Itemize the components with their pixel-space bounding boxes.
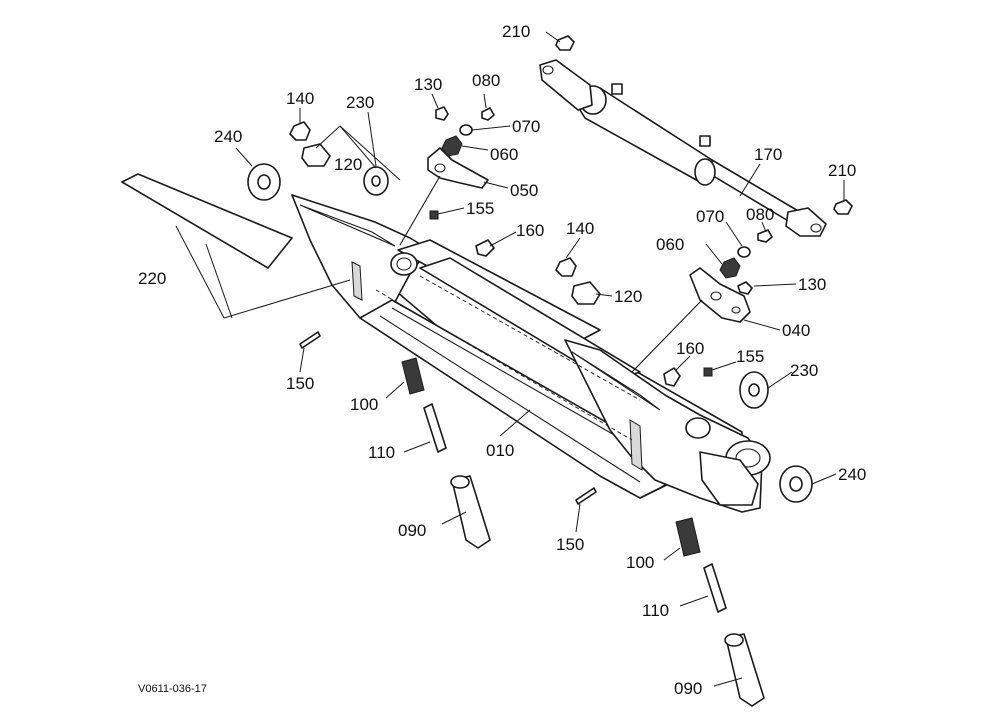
label-150-left: 150 [286,374,314,393]
label-070-left: 070 [512,117,540,136]
cylinder-170 [539,59,827,237]
label-110-right: 110 [642,601,669,620]
label-240-left: 240 [214,127,242,146]
label-060-left: 060 [490,145,518,164]
label-220: 220 [138,269,166,288]
label-040: 040 [782,321,810,340]
label-080-left: 080 [472,71,500,90]
decal-220 [121,173,293,269]
label-140-left: 140 [286,89,314,108]
washers [247,163,813,503]
label-090-right: 090 [674,679,702,698]
pin-assembly-left [401,357,491,549]
label-150-right: 150 [556,535,584,554]
label-130-left: 130 [414,75,442,94]
fasteners [289,35,853,505]
label-060-right: 060 [656,235,684,254]
label-170: 170 [754,145,782,164]
label-100-right: 100 [626,553,654,572]
lever-050 [399,147,489,246]
label-090-left: 090 [398,521,426,540]
label-155-right: 155 [736,347,764,366]
pin-assembly-right [675,517,765,707]
label-230-right: 230 [790,361,818,380]
lever-040 [631,267,751,373]
label-120-right: 120 [614,287,642,306]
label-140-right: 140 [566,219,594,238]
label-010: 010 [486,441,514,460]
label-230-left: 230 [346,93,374,112]
label-080-right: 080 [746,205,774,224]
label-070-right: 070 [696,207,724,226]
label-110-left: 110 [368,443,395,462]
part-labels: 210 130 080 070 060 050 140 230 120 240 … [138,22,866,698]
label-120-left: 120 [334,155,362,174]
label-050: 050 [510,181,538,200]
leader-lines [175,31,845,687]
label-100-left: 100 [350,395,378,414]
label-210-top: 210 [502,22,530,41]
label-210-right: 210 [828,161,856,180]
diagram-code: V0611-036-17 [138,683,207,695]
main-frame-010 [291,194,771,513]
label-160-right: 160 [676,339,704,358]
label-130-right: 130 [798,275,826,294]
label-160-left: 160 [516,221,544,240]
label-240-right: 240 [838,465,866,484]
label-155-left: 155 [466,199,494,218]
